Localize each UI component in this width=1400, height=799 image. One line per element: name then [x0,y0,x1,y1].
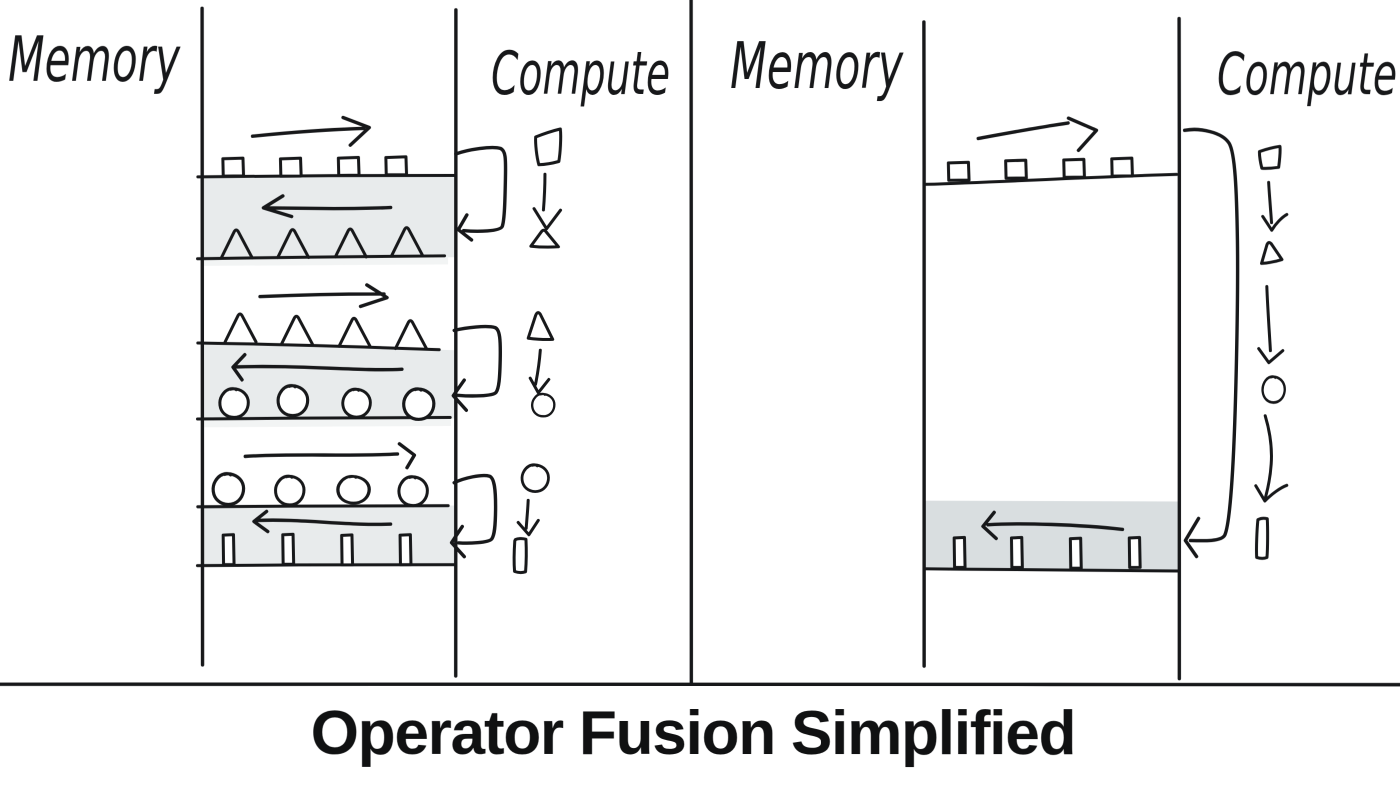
circle-shape [211,472,246,507]
left-kernel-1-connector [454,145,508,242]
rectangle-shape [952,535,967,569]
left-row-1 [219,115,425,260]
right-compute-label: Compute [1217,40,1397,108]
circle-shape [274,474,306,507]
right-memory-label: Memory [730,30,904,104]
circle-shape [336,474,371,505]
left-panel: Memory Compute [8,6,670,678]
right-chain-square [1257,144,1282,170]
left-band-2-shadow [202,417,451,428]
right-chain-rectangle [1254,516,1270,560]
left-kernel-2-arrow-down [528,348,551,395]
square-shape [384,155,409,177]
left-compute-chain [512,127,563,574]
left-row-1-read-arrow-right [250,115,371,147]
right-read-arrow-right [976,116,1099,152]
left-row-3 [211,442,429,567]
left-kernel-2-circle [530,392,556,418]
left-row-2 [218,283,436,421]
left-compute-label: Compute [491,39,670,109]
right-panel: Memory Compute [730,16,1397,681]
right-fused-kernel-connector [1182,127,1240,559]
left-kernel-1-arrow-down [532,172,563,231]
caption-title: Operator Fusion Simplified [310,698,1076,769]
left-kernel-3-ops [512,463,550,574]
left-band-2 [202,343,456,420]
left-kernel-2-triangle [526,311,555,341]
left-memory-bands [202,175,456,566]
left-row-3-read-arrow-right [243,442,417,470]
left-kernel-2-connector [451,324,503,412]
circle-shape [402,387,436,421]
left-band-1-bottom-line [196,254,447,261]
left-band-3-bottom-line [195,563,457,568]
frame-lines [0,0,1400,687]
right-chain-circle [1261,375,1287,404]
square-shape [1004,158,1028,180]
right-column-right-wall [1177,16,1182,681]
left-band-3-top-line [196,504,450,509]
rectangle-shape [281,532,296,566]
square-shape [221,156,246,178]
square-shape [946,160,971,182]
left-band-2-top-line [196,341,441,352]
left-row-2-read-arrow-right [258,283,389,309]
rectangle-shape [1068,536,1083,570]
left-kernel-2-ops [526,311,556,418]
rectangle-shape [221,533,236,567]
square-shape [278,156,303,178]
right-squares-baseline [924,172,1179,186]
left-row-3-write-arrow-left [252,509,393,534]
circle-shape [397,475,429,508]
rectangle-shape [1009,535,1024,569]
caption-separator-line [0,682,1400,687]
left-row-2-write-arrow-left [231,352,404,382]
left-kernel-connectors [449,145,508,559]
right-compute-chain [1254,144,1289,560]
left-kernel-1-triangle [529,228,560,249]
right-chain-arrow-2 [1257,285,1285,365]
left-kernel-3-arrow-down [516,498,540,537]
left-kernel-1-ops [529,127,563,249]
right-column-left-wall [922,20,926,668]
left-kernel-3-rectangle [512,537,528,574]
left-kernel-1-square [534,127,563,167]
rectangle-shape [398,533,413,567]
left-kernel-3-circle [520,463,550,493]
left-memory-label: Memory [8,23,181,96]
right-write-arrow-left [981,510,1125,541]
circle-shape [218,387,250,419]
circle-shape [276,384,310,418]
square-shape [1110,156,1134,178]
right-chain-arrow-3 [1254,414,1289,503]
square-shape [1062,157,1086,179]
left-kernel-3-connector [449,473,498,559]
left-row-1-write-arrow-left [261,194,393,219]
left-band-3 [202,505,456,566]
rectangle-shape [1127,536,1142,570]
right-chain-arrow-1 [1261,180,1289,232]
left-band-1 [203,175,456,259]
rectangle-shape [340,533,355,567]
square-shape [336,155,361,177]
center-divider-line [689,0,694,686]
right-band-bottom-line [924,567,1180,573]
circle-shape [341,387,372,419]
right-chain-triangle [1260,240,1284,265]
